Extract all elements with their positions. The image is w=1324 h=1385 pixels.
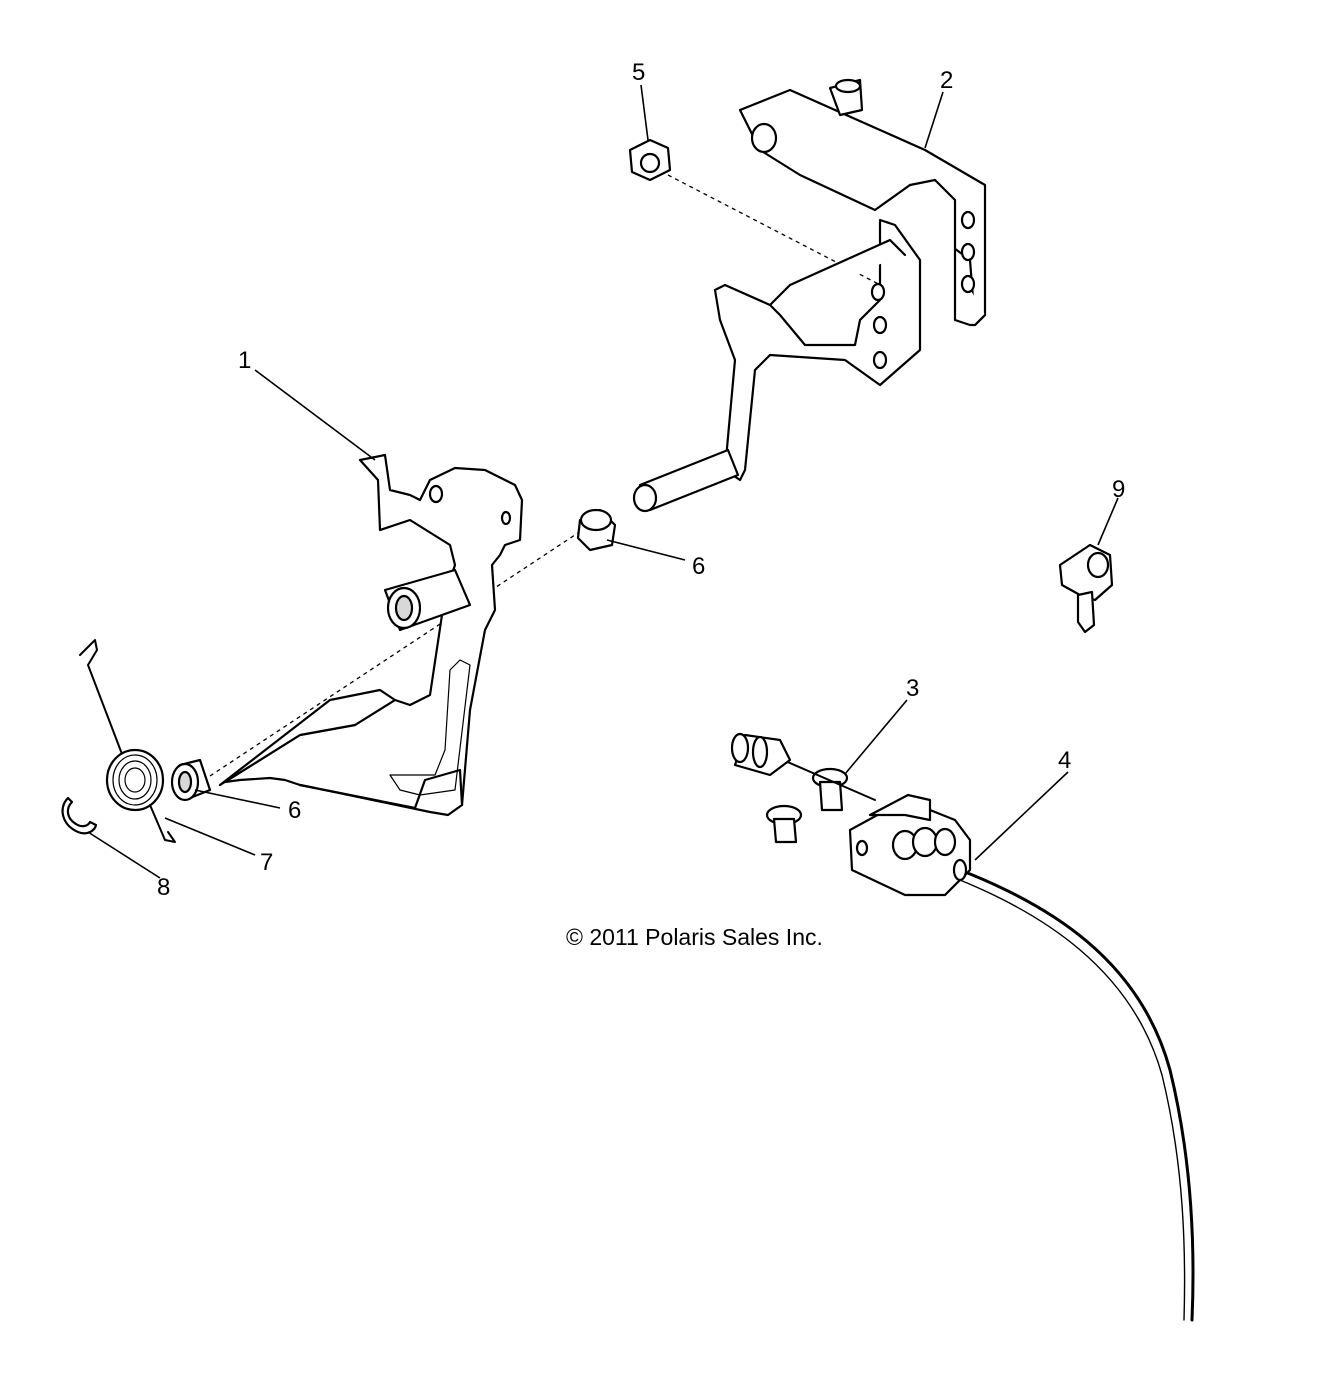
part-torsion-spring[interactable] [79, 639, 176, 843]
part-pedal-lever[interactable] [218, 453, 524, 817]
callout-2: 2 [940, 67, 953, 94]
callout-leaders [87, 84, 1119, 879]
callout-4: 4 [1058, 747, 1071, 774]
part-cable-clip[interactable] [1058, 543, 1114, 634]
callout-9: 9 [1112, 476, 1125, 503]
part-bushing-upper[interactable] [576, 508, 617, 552]
part-e-clip[interactable] [61, 796, 98, 835]
callout-7: 7 [260, 849, 273, 876]
callout-6-upper: 6 [692, 553, 705, 580]
callout-5: 5 [632, 59, 645, 86]
part-nut[interactable] [628, 138, 672, 182]
part-mounting-bracket[interactable] [632, 78, 987, 513]
copyright-notice: © 2011 Polaris Sales Inc. [566, 924, 823, 950]
callout-8: 8 [157, 874, 170, 901]
callout-labels: 1 2 3 4 5 6 6 7 8 9 [157, 59, 1125, 901]
callout-1: 1 [238, 347, 251, 374]
callout-3: 3 [906, 675, 919, 702]
assembly-lines [209, 174, 891, 777]
part-bolt[interactable] [765, 767, 849, 844]
callout-6-lower: 6 [288, 797, 301, 824]
part-cable-assembly[interactable] [730, 732, 1195, 1322]
part-bushing-lower[interactable] [170, 758, 212, 802]
